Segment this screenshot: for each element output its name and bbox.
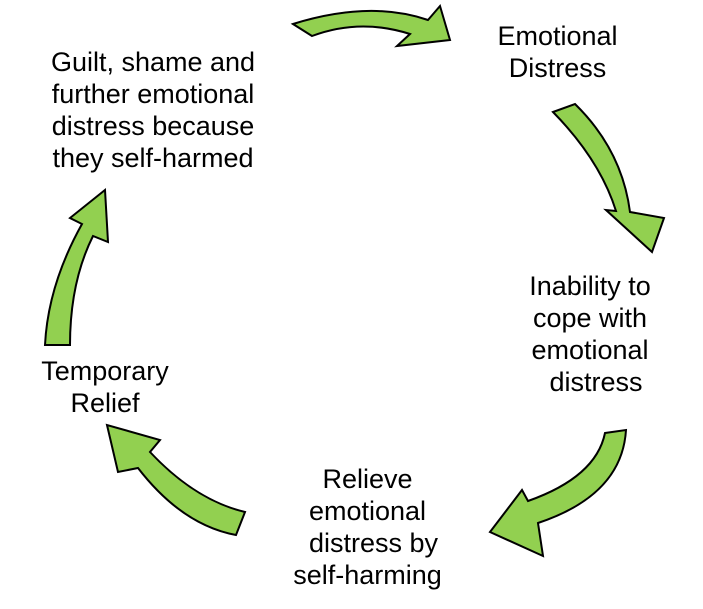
node-line: further emotional xyxy=(51,79,255,109)
node-line: distress by xyxy=(308,528,439,558)
arrow-distress-to-inability xyxy=(551,102,666,254)
node-line: Relief xyxy=(70,388,140,418)
node-inability-to-cope: Inability to cope with emotional distres… xyxy=(505,270,675,398)
node-line: distress because xyxy=(51,111,255,141)
node-line: emotional xyxy=(308,496,427,526)
node-line: Emotional xyxy=(497,21,618,51)
node-line: Relieve xyxy=(322,464,413,494)
node-line: cope with xyxy=(532,303,648,333)
node-line: distress xyxy=(549,367,643,397)
node-line: self-harming xyxy=(293,560,442,590)
node-emotional-distress: Emotional Distress xyxy=(470,20,645,84)
node-relieve-by-self-harming: Relieve emotional distress by self-harmi… xyxy=(270,463,465,591)
node-guilt-shame: Guilt, shame and further emotional distr… xyxy=(18,46,288,174)
arrow-guilt-to-distress xyxy=(290,3,452,48)
node-line: they self-harmed xyxy=(52,143,254,173)
arrow-relief-to-guilt xyxy=(43,188,110,346)
node-line: Temporary xyxy=(41,356,169,386)
node-line: Distress xyxy=(508,53,607,83)
node-line: Guilt, shame and xyxy=(50,47,256,77)
node-temporary-relief: Temporary Relief xyxy=(20,355,190,419)
node-line: Inability to xyxy=(529,271,651,301)
arrow-relieve-to-temporary-relief xyxy=(105,423,247,537)
arrow-inability-to-relieve xyxy=(488,428,628,558)
node-line: emotional xyxy=(531,335,649,365)
